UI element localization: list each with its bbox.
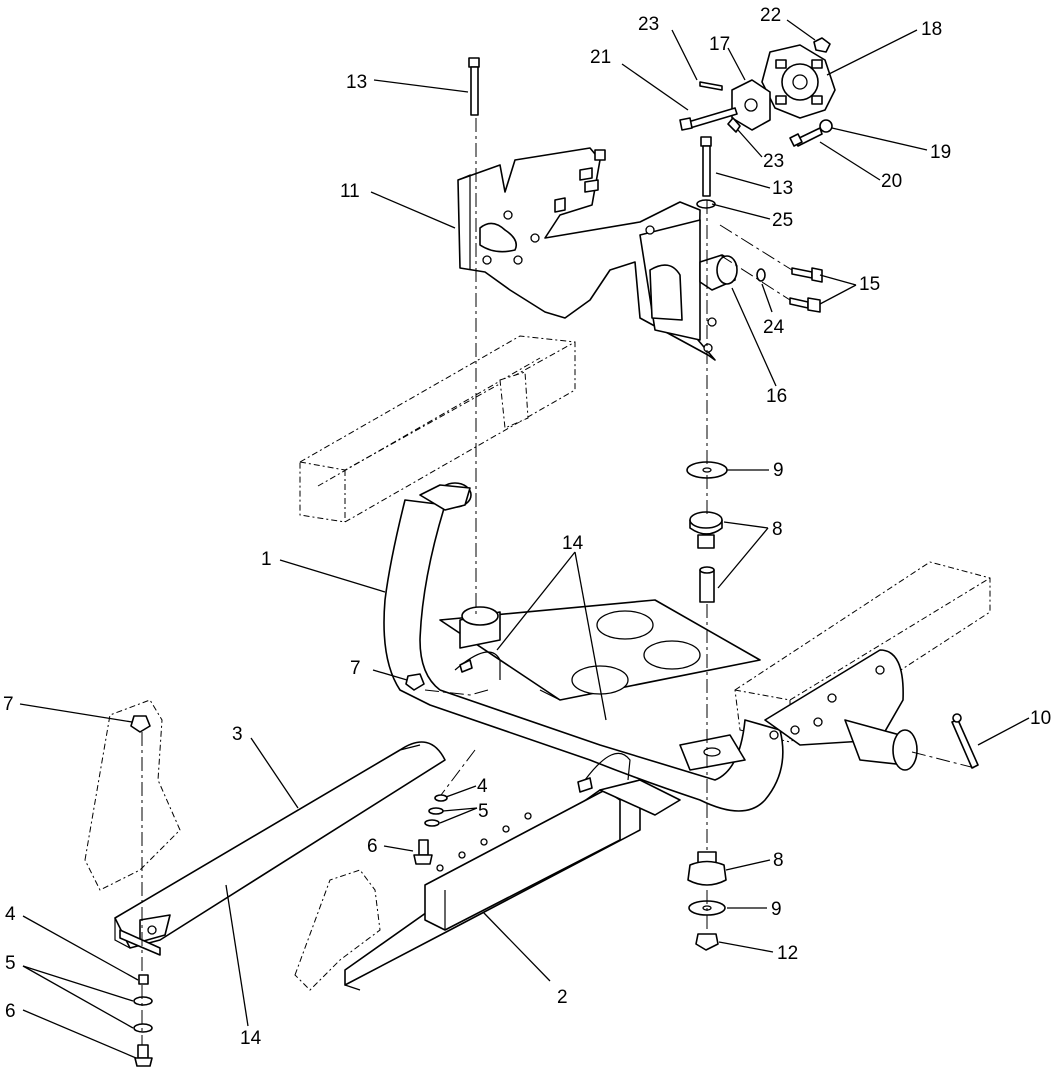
callout-4: 4: [5, 904, 16, 925]
callout-8: 8: [773, 850, 784, 871]
part-13-bolt-left: [468, 57, 480, 116]
callout-6: 6: [367, 836, 378, 857]
part-6-bolt-left: [134, 1044, 153, 1067]
part-22-bolt: [813, 37, 831, 53]
callout-17: 17: [709, 34, 730, 55]
callout-11: 11: [340, 181, 360, 202]
part-24-washer: [756, 268, 766, 282]
callout-4: 4: [477, 776, 488, 797]
callout-12: 12: [777, 943, 798, 964]
part-4-spacer-left: [138, 974, 149, 985]
part-8-isolator-lower: [687, 851, 727, 886]
part-11-mount-bracket: [457, 147, 717, 361]
phantom-frame-rail-left: [299, 335, 576, 523]
callout-1: 1: [261, 549, 272, 570]
part-25-washer: [696, 199, 716, 209]
callout-16: 16: [766, 386, 787, 407]
callout-14: 14: [240, 1028, 262, 1049]
part-1-tube-frame: [383, 482, 918, 812]
part-23-screws: [699, 81, 741, 133]
part-8-isolator-upper: [689, 511, 723, 603]
part-6-bolt-center: [413, 839, 433, 865]
part-18-coupler: [761, 44, 836, 119]
part-12-nut: [695, 933, 719, 951]
callout-21: 21: [590, 47, 611, 68]
part-20-bolt: [789, 127, 823, 147]
callout-labels: 13 23 22 18 21 17 23 19 20 11 13 25 15 2…: [3, 5, 1051, 1049]
callout-15: 15: [859, 274, 880, 295]
callout-14: 14: [562, 533, 584, 554]
callout-5: 5: [5, 953, 16, 974]
part-19-nut: [819, 119, 833, 133]
callout-23: 23: [638, 14, 659, 35]
callout-25: 25: [772, 210, 793, 231]
callout-13: 13: [346, 72, 367, 93]
part-2-channel: [344, 779, 681, 991]
part-13-bolt-right: [700, 136, 712, 197]
part-14-clamp-center: [454, 651, 631, 793]
callout-19: 19: [930, 142, 951, 163]
callout-7: 7: [350, 658, 361, 679]
callout-23: 23: [763, 151, 784, 172]
part-7-nut-center: [405, 673, 425, 691]
part-17-flange: [731, 79, 771, 131]
callout-13: 13: [772, 178, 793, 199]
callout-18: 18: [921, 19, 942, 40]
assembly-centerlines: [141, 118, 976, 1045]
callout-20: 20: [881, 171, 902, 192]
part-7-nut-left: [130, 715, 151, 733]
part-4-spacer-center: [434, 794, 448, 802]
phantom-frame-rail-right: [734, 561, 991, 743]
callout-8: 8: [772, 519, 783, 540]
callout-24: 24: [763, 317, 785, 338]
callout-6: 6: [5, 1001, 16, 1022]
callout-10: 10: [1030, 708, 1051, 729]
callout-3: 3: [232, 724, 243, 745]
callout-9: 9: [773, 460, 784, 481]
callout-7: 7: [3, 694, 14, 715]
phantom-bracket-left: [84, 699, 181, 891]
phantom-bracket-lower: [294, 869, 381, 991]
part-10-cotter-pin: [951, 713, 979, 769]
leader-lines: [19, 19, 1030, 1059]
part-3-channel: [114, 741, 446, 956]
part-15-bolts: [789, 267, 823, 313]
callout-2: 2: [557, 987, 568, 1008]
part-5-washers-left: [133, 996, 153, 1033]
part-5-washers-center: [424, 807, 444, 827]
callout-22: 22: [760, 5, 781, 26]
callout-5: 5: [478, 801, 489, 822]
callout-9: 9: [771, 899, 782, 920]
part-21-bolt: [679, 107, 738, 131]
part-16-spacer: [699, 254, 738, 291]
